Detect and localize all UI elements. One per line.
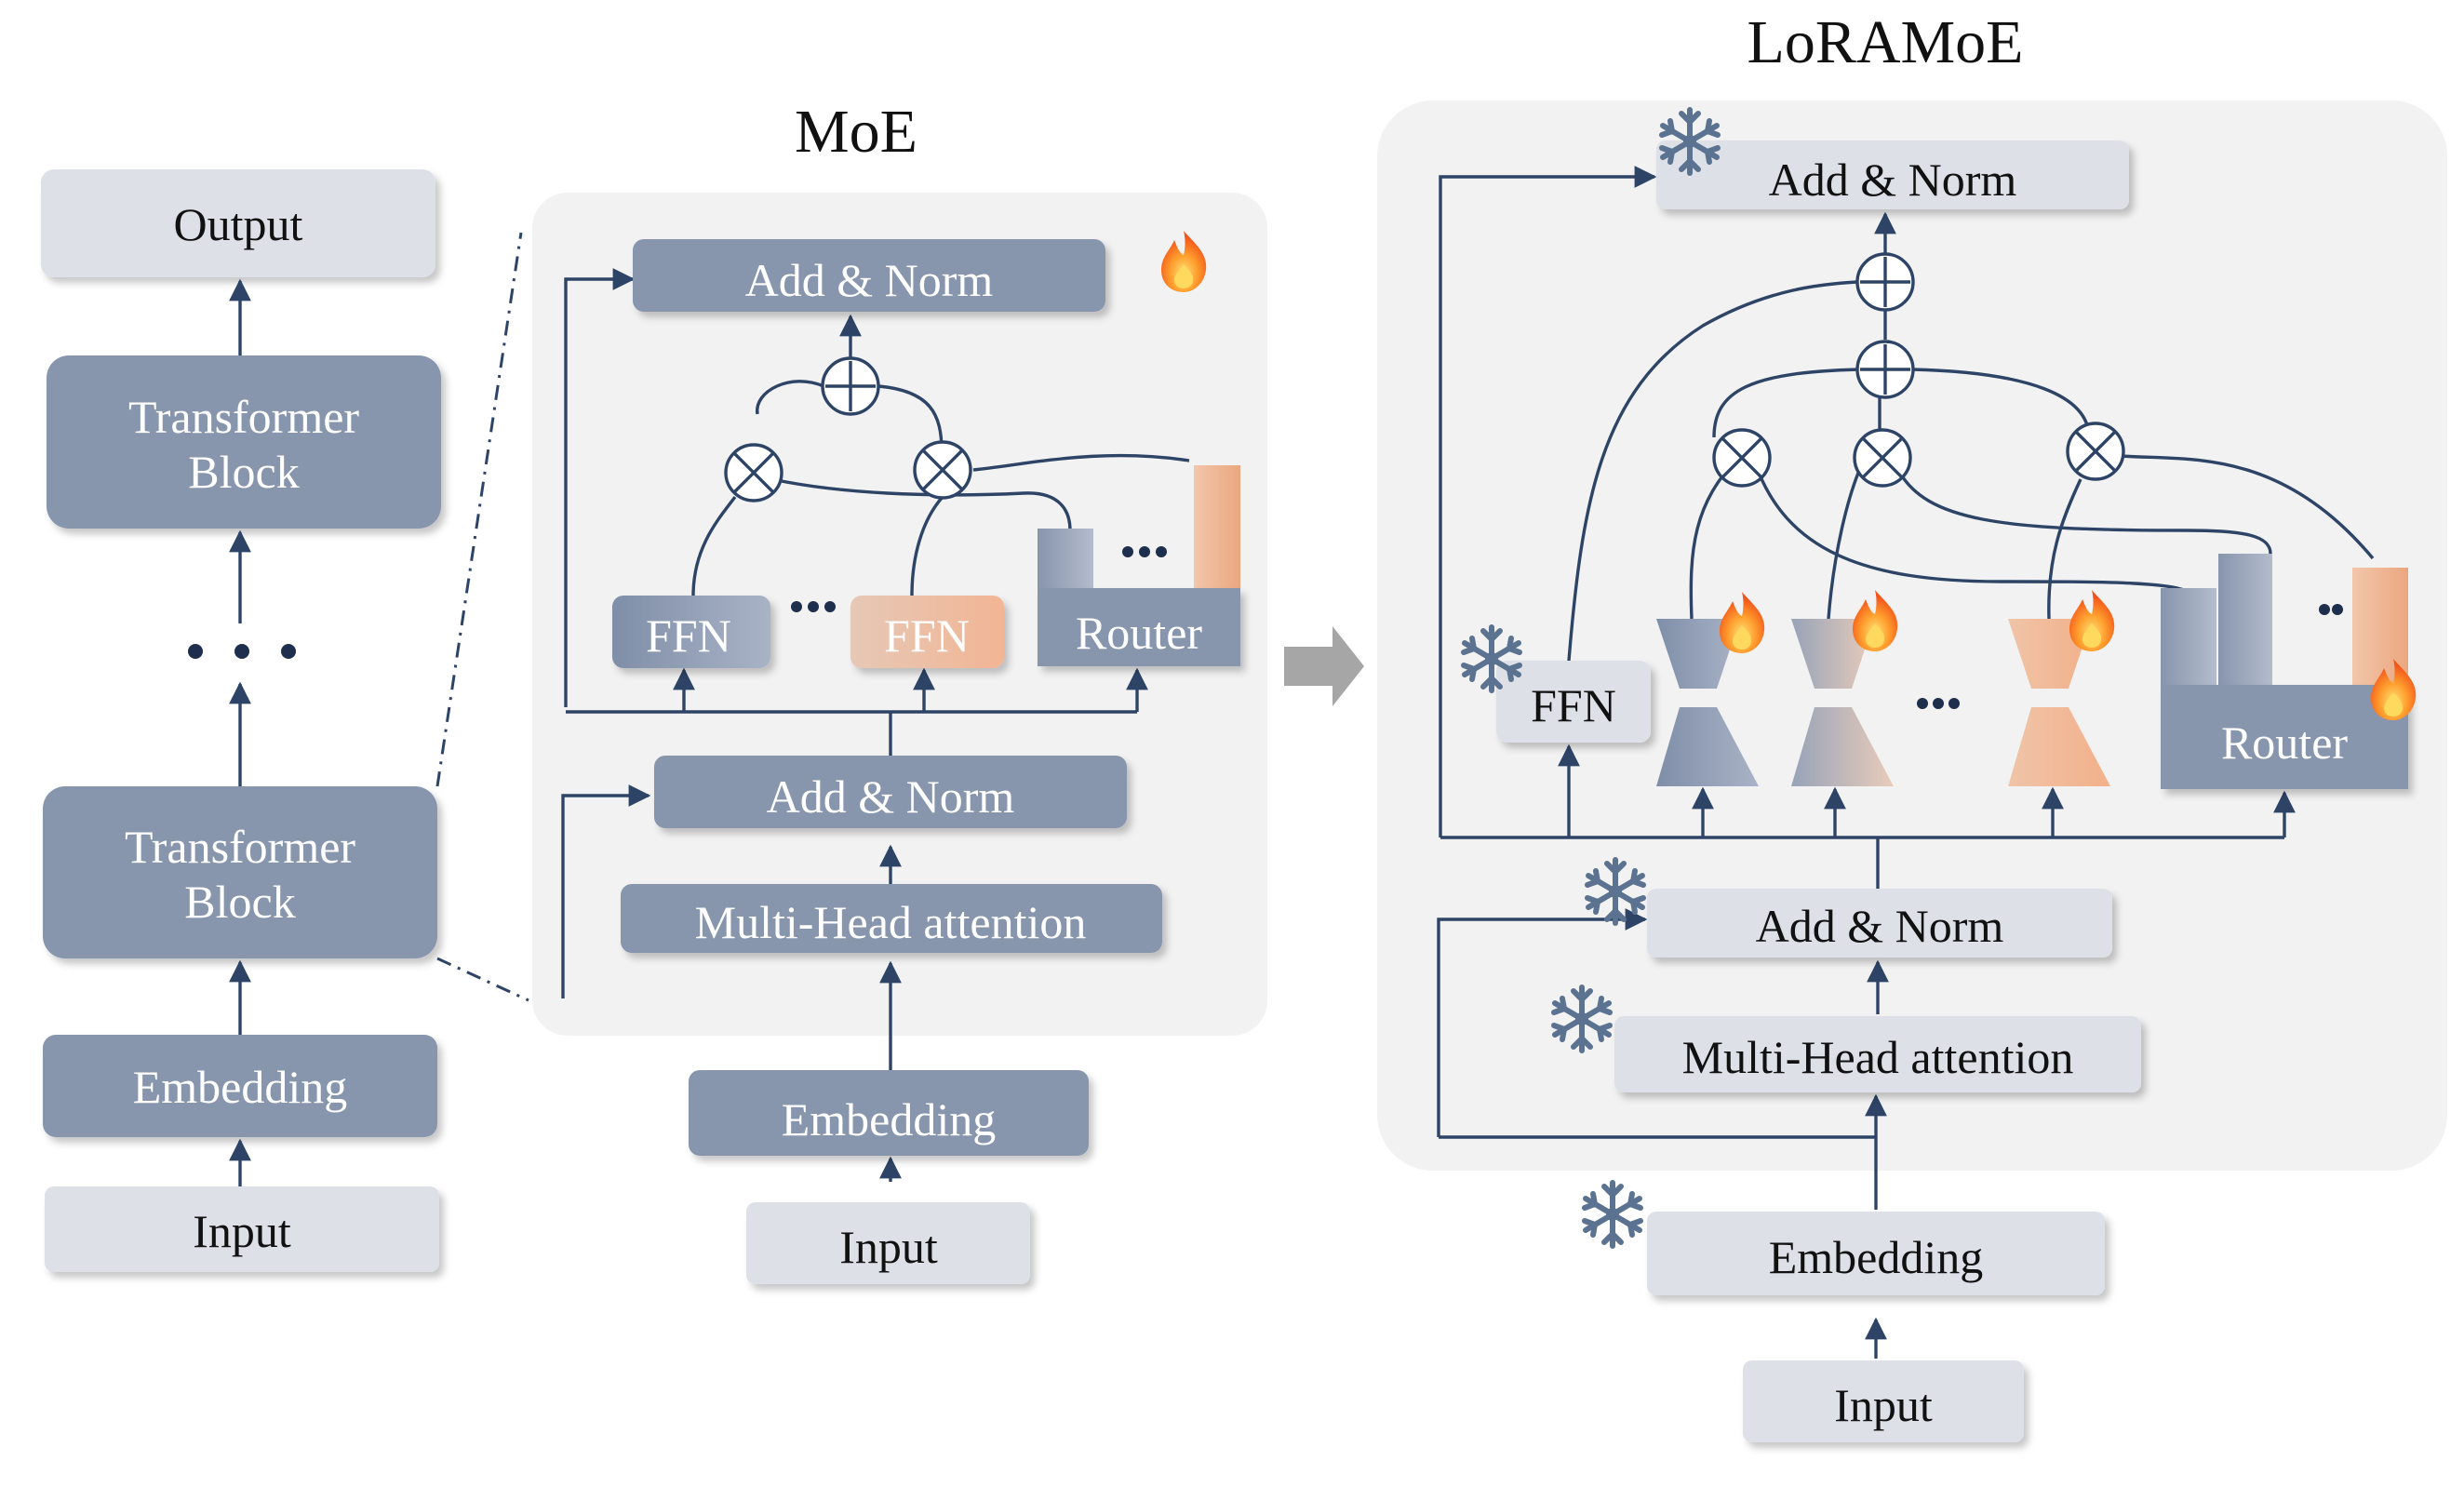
moe-add-norm-top [633, 239, 1105, 312]
loramoe-attention-label: Multi-Head attention [1682, 1031, 2074, 1083]
embedding-label: Embedding [133, 1061, 348, 1113]
loramoe-add-norm-bottom-label: Add & Norm [1756, 900, 2004, 952]
moe-router-bar-2 [1194, 465, 1240, 590]
zoom-connector-top [435, 232, 523, 787]
moe-title: MoE [795, 98, 917, 166]
moe-router-label: Router [1076, 607, 1202, 659]
arrow-right-icon [1284, 626, 1364, 706]
loramoe-router-bar-2 [2218, 554, 2272, 689]
ellipsis-dots [188, 644, 296, 659]
loramoe-router-label: Router [2221, 717, 2348, 769]
loramoe-router-bar-1 [2161, 588, 2216, 689]
router-ellipsis [1122, 546, 1167, 557]
embedding-box [43, 1035, 437, 1137]
moe-attention-label: Multi-Head attention [695, 896, 1087, 948]
transformer-block-bottom-label-line2: Block [184, 876, 295, 928]
transformer-block-top-label-line1: Transformer [128, 391, 359, 443]
loramoe-router [2161, 685, 2408, 789]
loramoe-embedding [1647, 1212, 2105, 1295]
output-label: Output [174, 198, 303, 250]
loramoe-panel-bg [1377, 100, 2447, 1171]
loramoe-input [1743, 1360, 2024, 1442]
loramoe-add-norm-bottom [1647, 889, 2112, 958]
zoom-connector-bottom [436, 957, 529, 1002]
moe-attention [621, 884, 1162, 953]
loramoe-add-norm-top [1656, 141, 2129, 209]
transformer-block-top [47, 355, 441, 529]
moe-add-norm-top-label: Add & Norm [745, 254, 994, 306]
moe-ffn-2 [850, 596, 1004, 668]
transformer-block-top-label-line2: Block [188, 446, 299, 498]
transformer-block-bottom [43, 786, 437, 958]
left-stack: Output Transformer Block Transformer Blo… [41, 169, 529, 1272]
snowflake-icon [1585, 1183, 1640, 1246]
moe-ffn-1-label: FFN [646, 610, 731, 662]
transformer-block-bottom-label-line1: Transformer [125, 821, 355, 873]
moe-add-norm-bottom [654, 756, 1127, 828]
moe-input [746, 1202, 1030, 1284]
moe-embedding [689, 1070, 1089, 1156]
moe-router [1038, 588, 1240, 666]
moe-embedding-label: Embedding [782, 1093, 997, 1145]
expert-ellipsis [1917, 698, 1960, 709]
expert-ellipsis [791, 601, 836, 612]
output-box [41, 169, 435, 277]
loramoe-title: LoRAMoE [1748, 8, 2024, 76]
loramoe-ffn [1496, 661, 1651, 743]
router-ellipsis [2319, 604, 2343, 615]
loramoe-attention [1614, 1016, 2141, 1092]
moe-input-label: Input [839, 1221, 938, 1273]
loramoe-input-label: Input [1834, 1379, 1933, 1431]
input-label: Input [193, 1205, 291, 1257]
loramoe-ffn-label: FFN [1531, 679, 1616, 731]
loramoe-panel: LoRAMoE Add & Norm [1377, 8, 2447, 1442]
moe-ffn-2-label: FFN [884, 610, 970, 662]
moe-panel: MoE Add & Norm FFN [532, 98, 1267, 1284]
moe-router-bar-1 [1038, 529, 1093, 590]
input-box [45, 1186, 439, 1272]
loramoe-add-norm-top-label: Add & Norm [1769, 154, 2017, 206]
lora-expert-1 [1656, 619, 1759, 786]
moe-add-norm-bottom-label: Add & Norm [767, 770, 1015, 823]
loramoe-embedding-label: Embedding [1769, 1231, 1984, 1283]
moe-ffn-1 [612, 596, 770, 668]
